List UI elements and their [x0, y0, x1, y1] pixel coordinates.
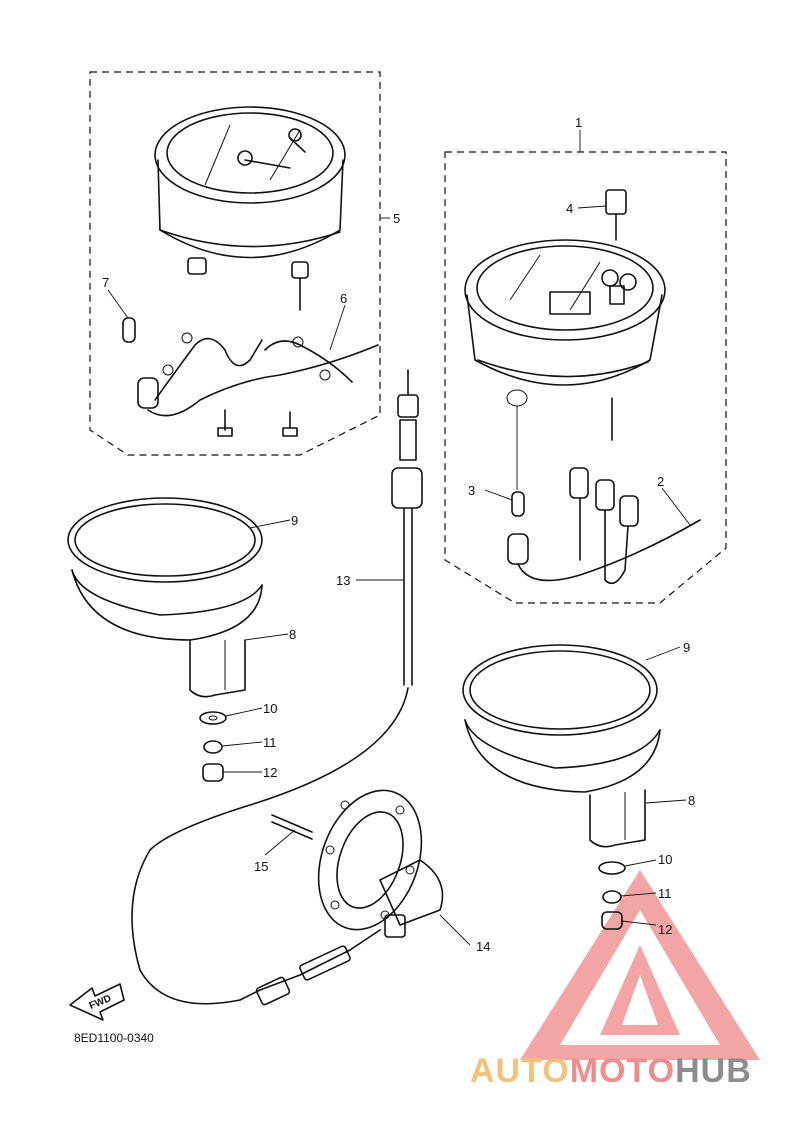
watermark-moto: MOTO [570, 1052, 675, 1090]
callout-13: 13 [336, 573, 350, 588]
watermark-hub: HUB [675, 1052, 752, 1090]
callout-15: 15 [254, 859, 268, 874]
callout-11-left: 11 [263, 735, 277, 750]
callout-10-right: 10 [658, 852, 672, 867]
callout-2: 2 [657, 474, 664, 489]
diagram-code: 8ED1100-0340 [74, 1031, 154, 1045]
callout-8-right: 8 [688, 793, 695, 808]
speedometer-assembly [444, 130, 727, 604]
callout-14: 14 [476, 939, 490, 954]
callout-5: 5 [393, 211, 400, 226]
callout-12-left: 12 [263, 765, 277, 780]
callout-6: 6 [340, 291, 347, 306]
forward-arrow-icon: FWD [69, 983, 125, 1021]
callout-labels: 1 2 3 4 5 6 7 8 8 9 9 10 10 11 11 12 12 … [102, 115, 695, 954]
speedometer-gear [271, 789, 444, 938]
svg-text:AUTOMOTOHUB: AUTOMOTOHUB [470, 1052, 752, 1090]
callout-9-right: 9 [683, 640, 690, 655]
tachometer-assembly [89, 71, 381, 456]
watermark-text: AUTOMOTOHUB [470, 1052, 752, 1090]
callout-4: 4 [566, 201, 573, 216]
fwd-label: FWD [88, 993, 113, 1012]
callout-10-left: 10 [263, 701, 277, 716]
callout-1: 1 [575, 115, 582, 130]
callout-11-right: 11 [658, 886, 672, 901]
left-housing [67, 497, 263, 782]
watermark-auto: AUTO [470, 1052, 570, 1090]
leader-lines [107, 205, 691, 946]
callout-9-left: 9 [291, 513, 298, 528]
callout-12-right: 12 [658, 922, 672, 937]
speedometer-cable [131, 369, 423, 1006]
callout-3: 3 [468, 483, 475, 498]
callout-8-left: 8 [289, 627, 296, 642]
callout-7: 7 [102, 275, 109, 290]
right-housing [462, 644, 661, 930]
watermark-logo [520, 870, 760, 1060]
